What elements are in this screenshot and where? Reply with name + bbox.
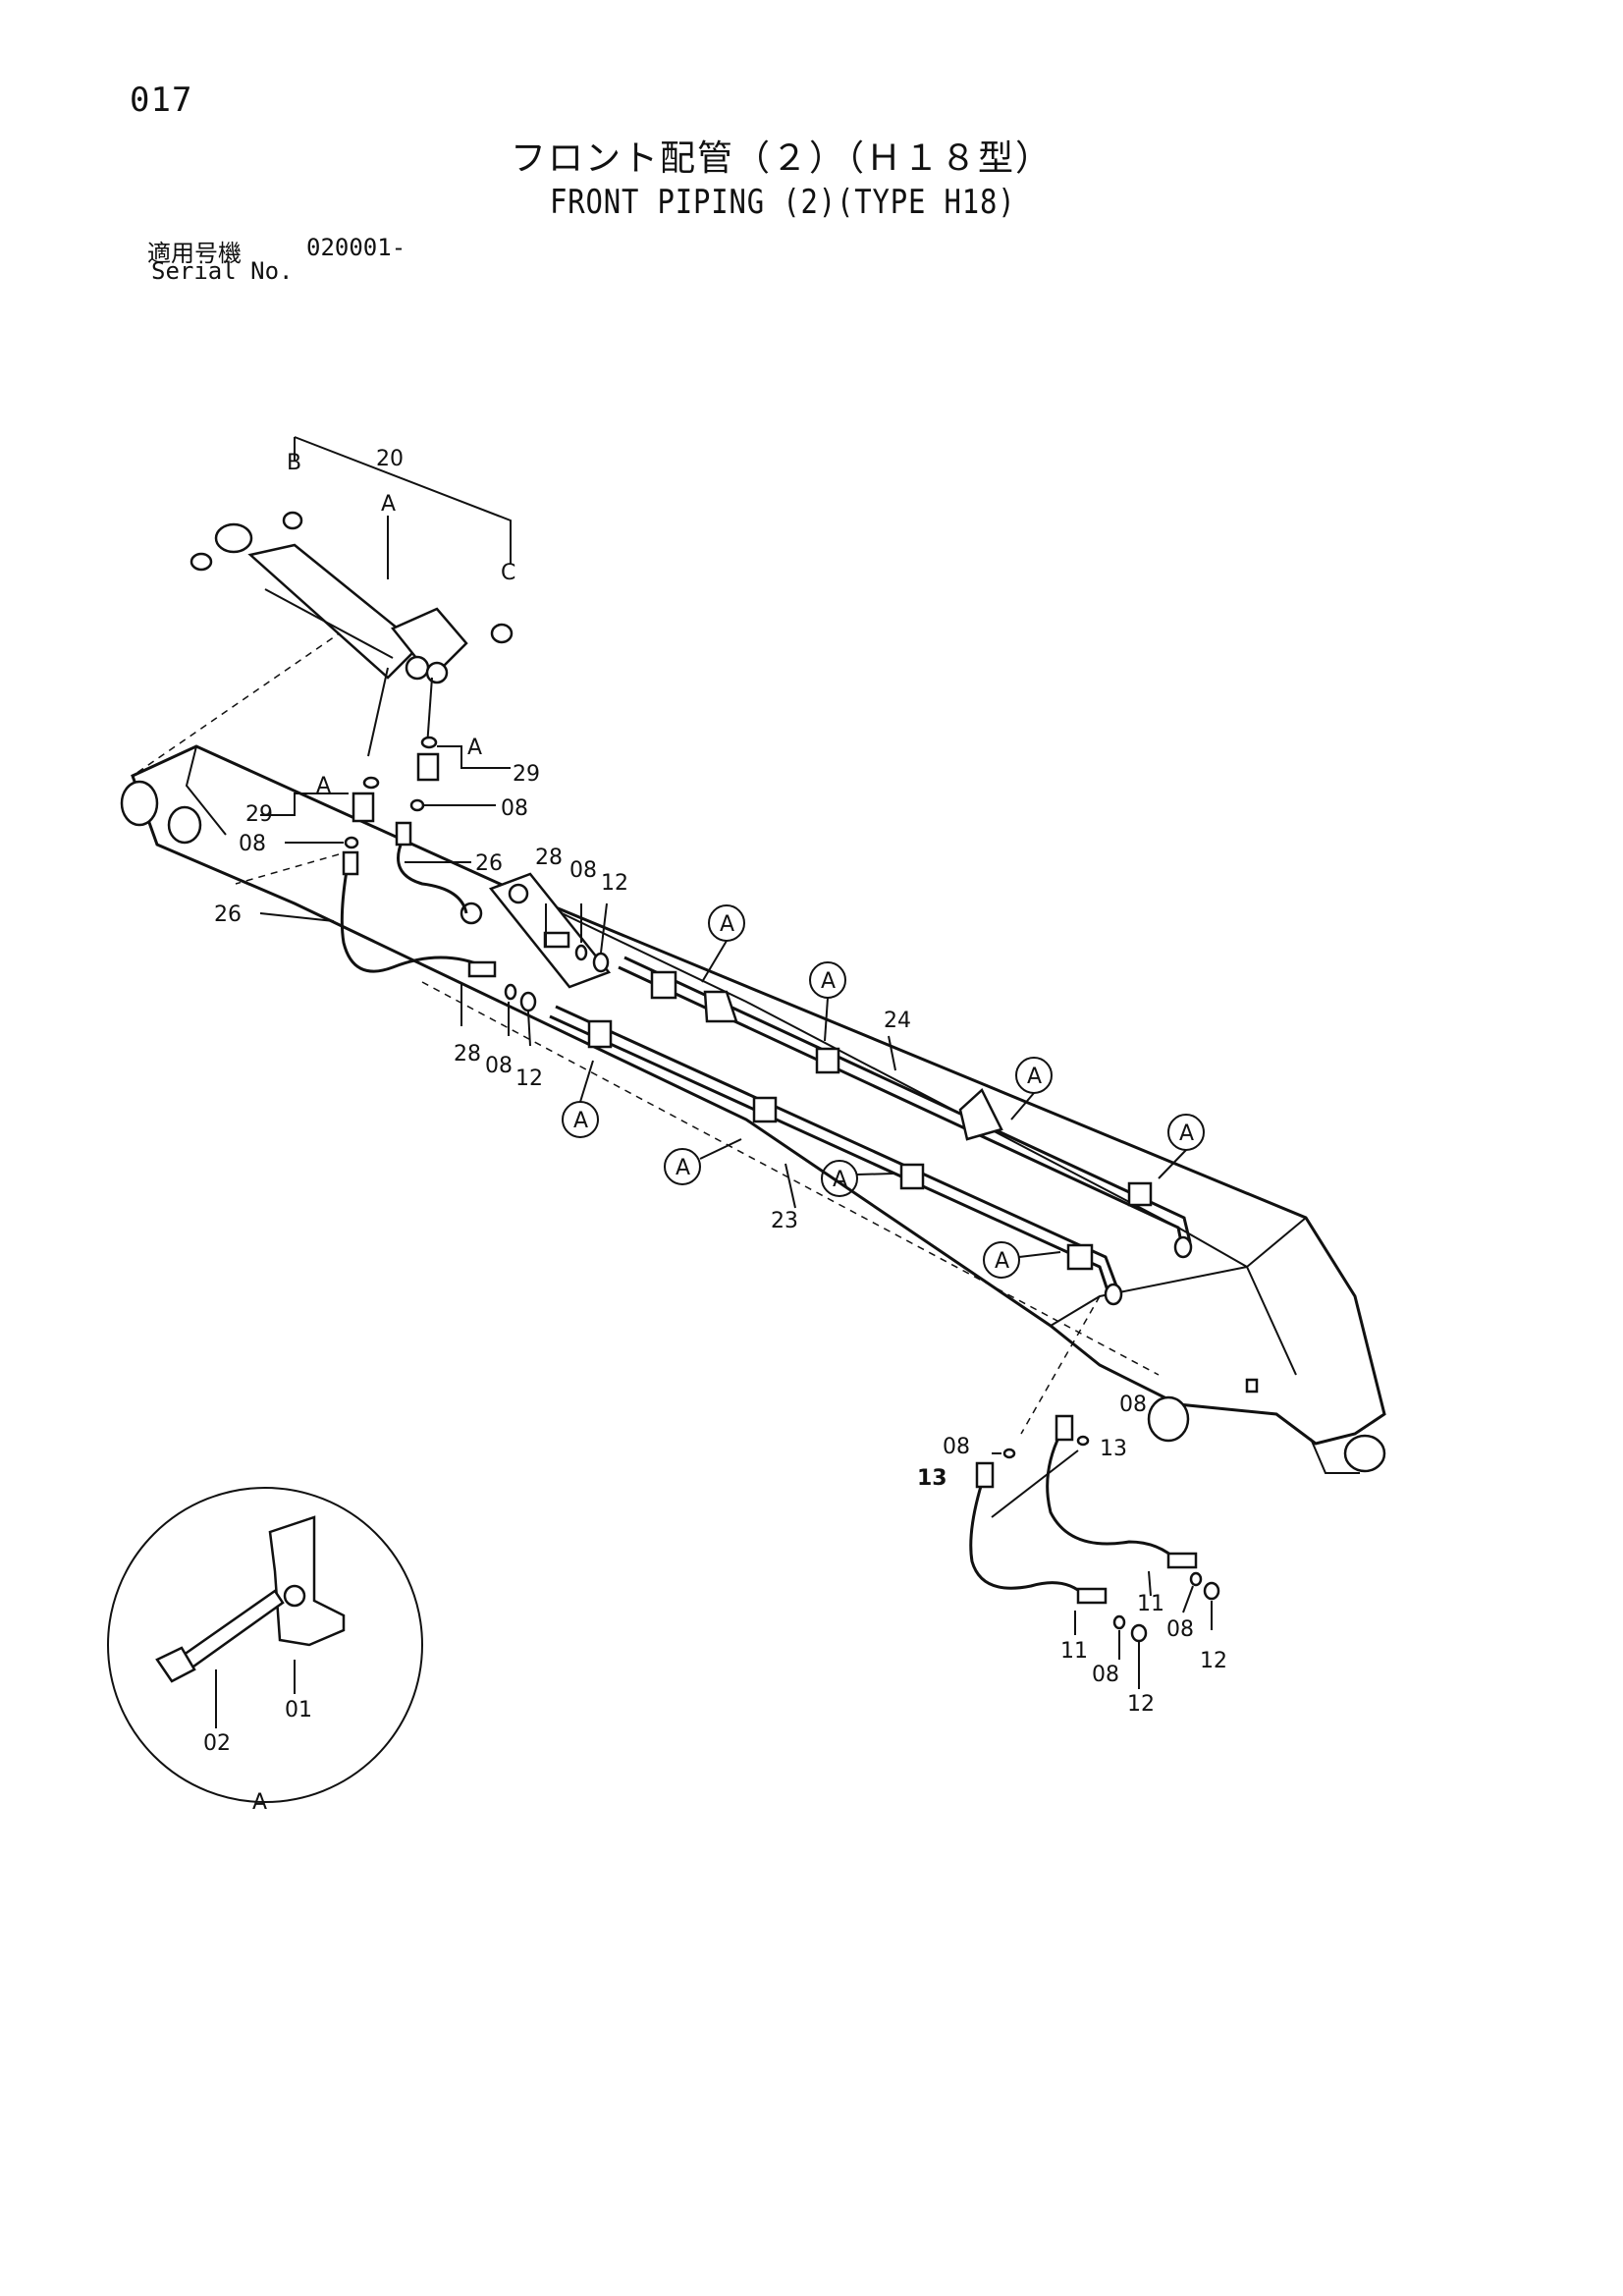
callout-12-c: 12 — [1127, 1692, 1155, 1717]
callout-12-b: 12 — [515, 1066, 543, 1091]
detail-a — [107, 1487, 423, 1803]
callout-detail-a: A — [252, 1790, 267, 1815]
lower-hoses-13 — [969, 1414, 1220, 1689]
callout-11-a: 11 — [1060, 1639, 1088, 1664]
callout-b: B — [287, 451, 301, 475]
circled-ref-label-8: A — [995, 1249, 1009, 1274]
circled-ref-label-6: A — [676, 1156, 690, 1180]
circled-ref-label-4: A — [1179, 1121, 1194, 1146]
callout-13-a: 13 — [917, 1466, 947, 1491]
callout-23: 23 — [771, 1209, 798, 1233]
callout-08-g: 08 — [1092, 1663, 1119, 1687]
callout-a-1: A — [467, 736, 482, 760]
upper-fittings — [260, 736, 511, 849]
callout-08-c: 08 — [569, 858, 597, 883]
callout-08-a: 08 — [501, 796, 528, 821]
callout-29-a: 29 — [513, 762, 540, 787]
callout-01: 01 — [285, 1698, 312, 1722]
callout-11-b: 11 — [1137, 1592, 1164, 1616]
pipe-24 — [618, 956, 1193, 1259]
callout-12-a: 12 — [601, 871, 628, 896]
callout-28-b: 28 — [454, 1042, 481, 1066]
guide-lines — [132, 623, 1160, 1435]
callout-08-h: 08 — [1166, 1617, 1194, 1642]
callout-26-b: 26 — [214, 902, 242, 927]
callout-12-d: 12 — [1200, 1649, 1227, 1673]
callout-26-a: 26 — [475, 851, 503, 876]
circled-ref-6 — [664, 1148, 701, 1185]
pipe-23 — [549, 1005, 1123, 1306]
callout-08-e: 08 — [1119, 1393, 1147, 1417]
title-english: FRONT PIPING (2)(TYPE H18) — [550, 183, 1016, 222]
circled-ref-label-1: A — [720, 912, 734, 937]
page-number: 017 — [130, 81, 193, 120]
circled-ref-label-2: A — [821, 969, 836, 994]
middle-seals — [460, 902, 610, 1047]
callout-a-top: A — [381, 492, 396, 517]
serial-label-japanese: 適用号機 — [147, 240, 242, 267]
circled-ref-label-3: A — [1027, 1065, 1042, 1089]
boom-body — [120, 744, 1386, 1474]
circled-ref-label-5: A — [573, 1109, 588, 1133]
pipe-leaders — [784, 1035, 896, 1209]
callout-13-b: 13 — [1100, 1437, 1127, 1461]
callout-08-d: 08 — [485, 1054, 513, 1078]
pipe-clamps — [587, 970, 1153, 1271]
circled-ref-8 — [983, 1241, 1020, 1279]
callout-29-b: 29 — [245, 802, 273, 827]
callout-20: 20 — [376, 447, 404, 471]
callout-02: 02 — [203, 1731, 231, 1756]
callout-08-b: 08 — [239, 832, 266, 856]
circled-refs: A A A A A A A A — [562, 904, 1205, 1279]
circled-ref-label-7: A — [833, 1168, 847, 1192]
callout-08-f: 08 — [943, 1435, 970, 1459]
callout-28-a: 28 — [535, 846, 563, 870]
circled-ref-7 — [821, 1160, 858, 1197]
callout-c: C — [501, 561, 515, 585]
title-japanese: フロント配管（２）（Ｈ１８型） — [511, 138, 1054, 179]
serial-value: 020001- — [306, 234, 406, 261]
cylinder-assembly — [189, 436, 514, 757]
serial-label-english: Serial No. — [151, 257, 294, 285]
callout-a-2: A — [316, 774, 331, 798]
callout-labels: 20 B A C A 29 08 A 29 08 26 26 28 08 12 … — [203, 447, 1227, 1815]
callout-24: 24 — [884, 1009, 911, 1033]
